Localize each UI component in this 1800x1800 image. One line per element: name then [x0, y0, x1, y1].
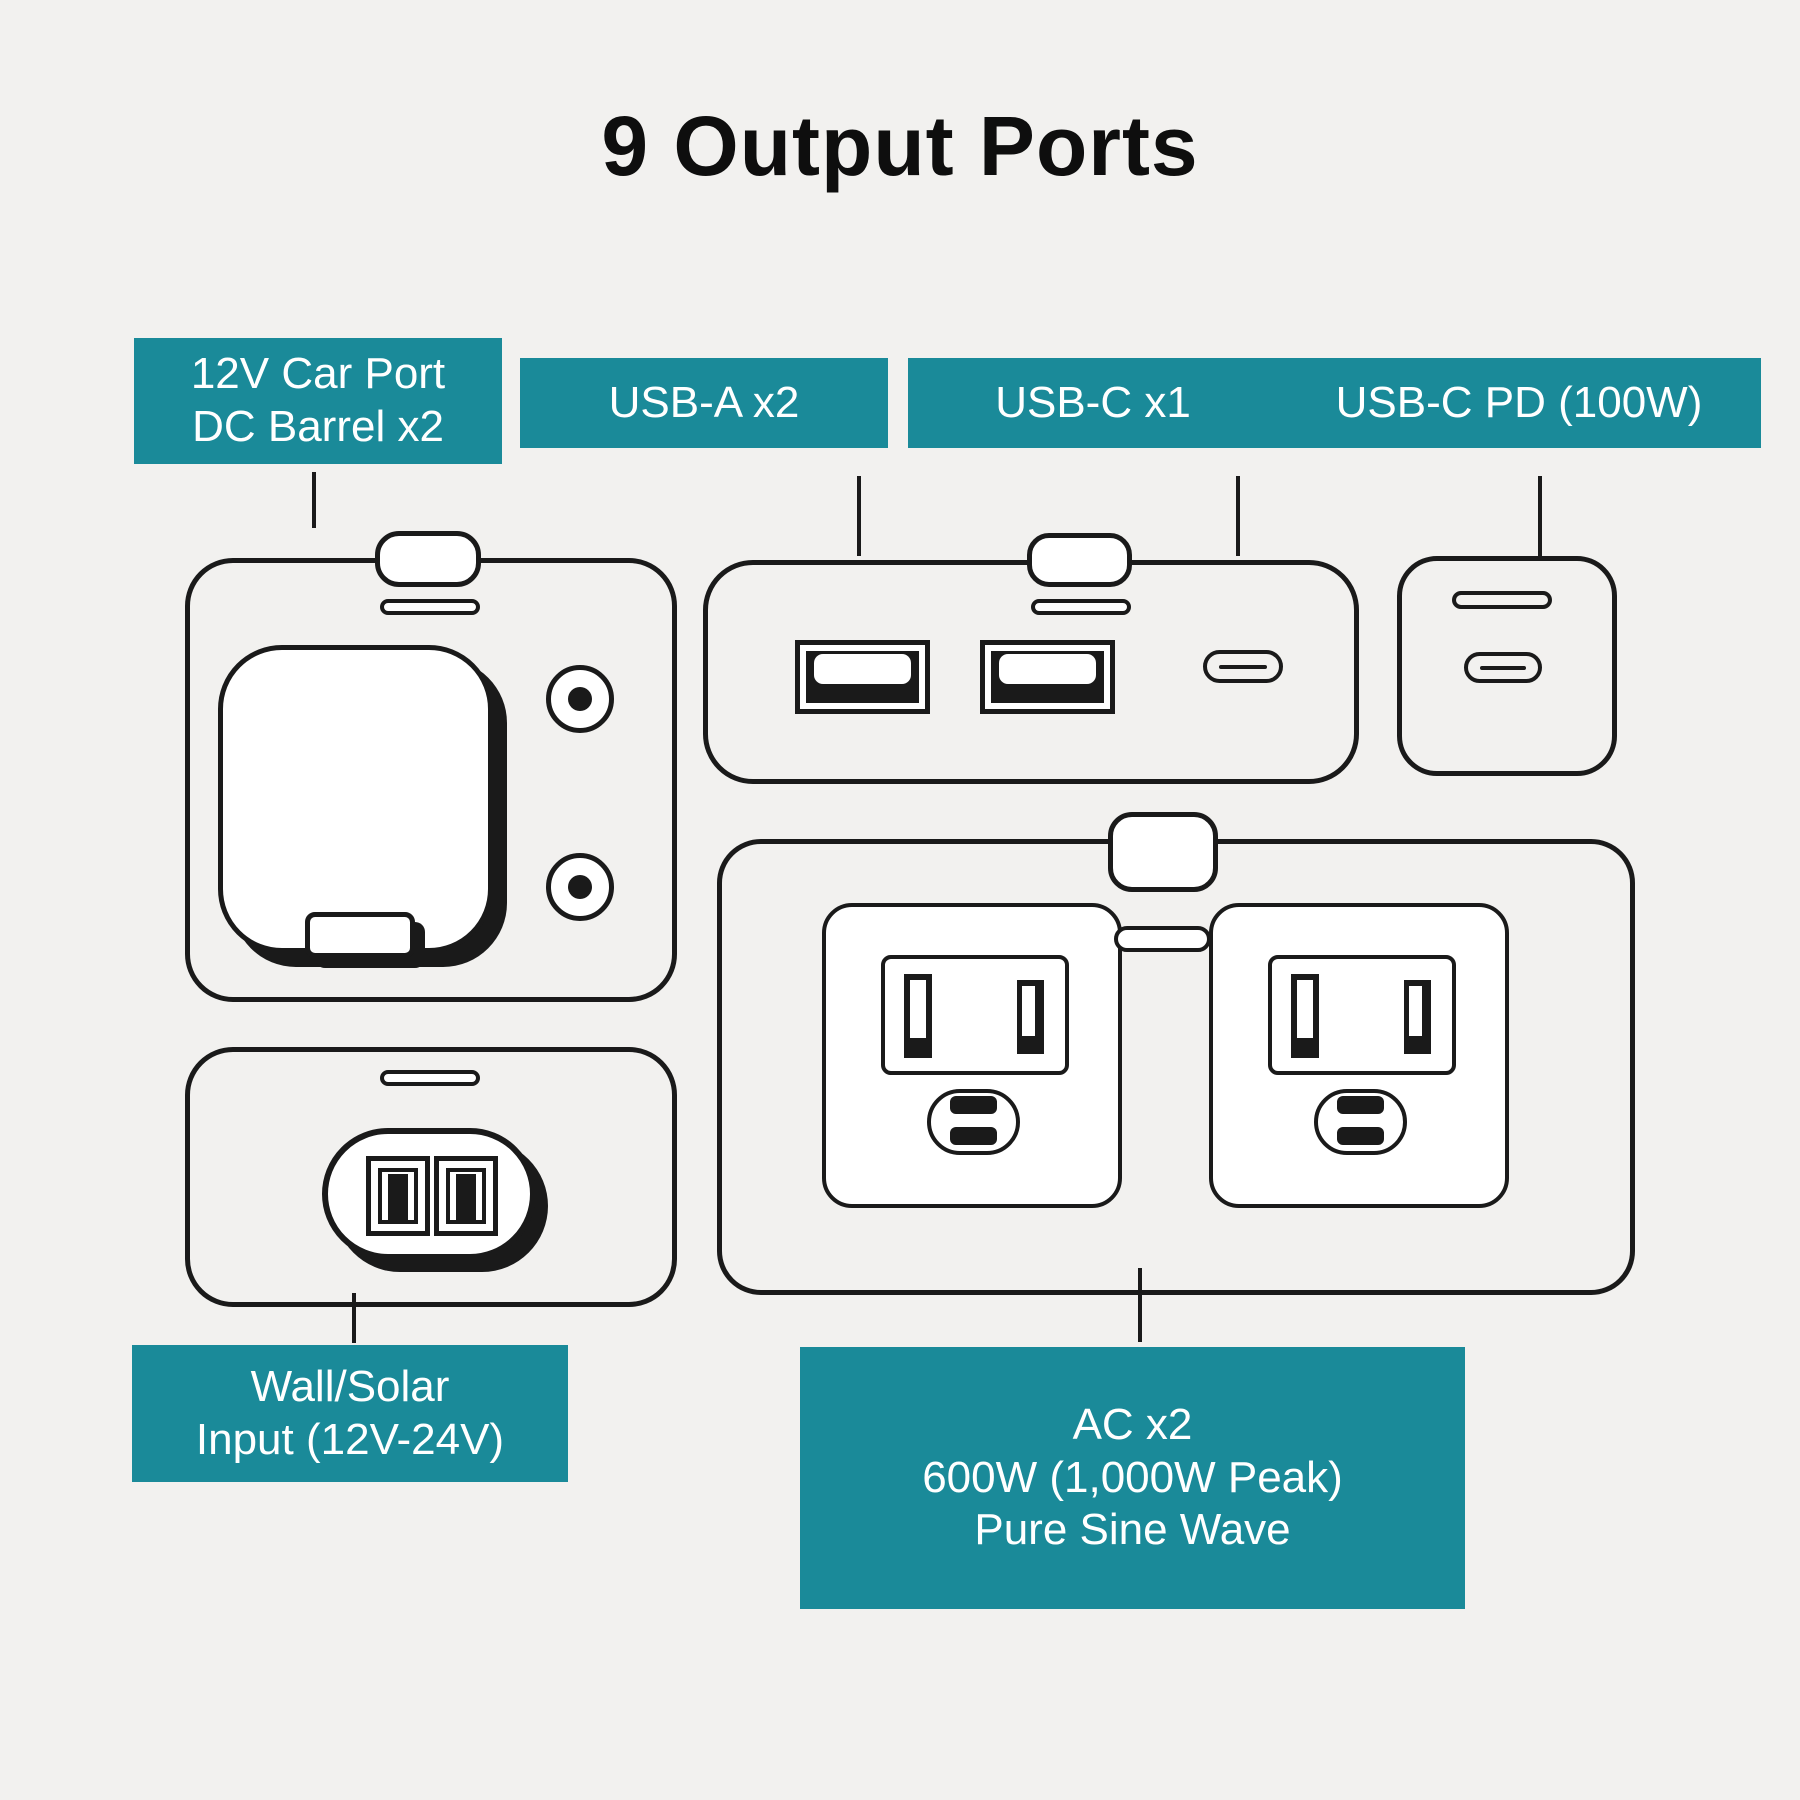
ac-hot-slot-icon: [1017, 980, 1044, 1054]
connector-line-car-port: [312, 472, 316, 528]
callout-wall-solar: Wall/Solar Input (12V-24V): [132, 1345, 568, 1482]
callout-ac-line1: AC x2: [1072, 1399, 1193, 1449]
ac-neutral-slot-icon: [904, 974, 932, 1058]
usb-c-pd-panel: [1397, 556, 1617, 776]
connector-line-usb-a: [857, 476, 861, 556]
car-port-cover-icon: [218, 645, 493, 958]
callout-usb-a: USB-A x2: [520, 358, 888, 448]
vent-slot-icon: [380, 1070, 480, 1086]
callout-usb-c: USB-C x1: [908, 358, 1278, 448]
ground-bar: [1337, 1096, 1384, 1114]
ac-receptacle: [881, 955, 1069, 1075]
socket-pin: [388, 1174, 408, 1220]
dc-barrel-jack-icon: [546, 853, 614, 921]
callout-car-port: 12V Car Port DC Barrel x2: [134, 338, 502, 464]
ac-ground-hole-icon: [1314, 1089, 1407, 1155]
ac-ground-hole-icon: [927, 1089, 1020, 1155]
flip-tab-icon: [375, 531, 481, 587]
connector-line-wall-solar: [352, 1293, 356, 1343]
dc-barrel-jack-icon: [546, 665, 614, 733]
ground-bar: [950, 1127, 997, 1145]
usb-c-pd-port-icon: [1464, 652, 1542, 683]
flip-tab-icon: [1108, 812, 1218, 892]
callout-usb-c-pd: USB-C PD (100W): [1277, 358, 1761, 448]
callout-wall-solar-line2: Input (12V-24V): [195, 1414, 505, 1464]
ac-receptacle: [1268, 955, 1456, 1075]
input-connector-icon: [322, 1128, 536, 1260]
callout-ac-line2: 600W (1,000W Peak): [922, 1452, 1343, 1502]
callout-car-port-line1: 12V Car Port: [190, 349, 446, 399]
usb-a-port-icon: [980, 640, 1115, 714]
socket-nest: [446, 1168, 486, 1224]
connector-line-usb-c: [1236, 476, 1240, 556]
usb-c-pin-icon: [1480, 665, 1526, 670]
ground-bar: [1337, 1127, 1384, 1145]
socket-pin: [456, 1174, 476, 1220]
vent-slot-icon: [1114, 926, 1211, 952]
callout-car-port-line2: DC Barrel x2: [192, 402, 444, 451]
ac-panel: [717, 812, 1635, 1295]
usb-a-tongue: [999, 654, 1096, 684]
flip-tab-icon: [1027, 533, 1132, 587]
ground-bar: [950, 1096, 997, 1114]
jack-pin-icon: [568, 687, 592, 711]
usb-a-port-icon: [795, 640, 930, 714]
page-title: 9 Output Ports: [601, 99, 1199, 193]
input-pin-socket-icon: [434, 1156, 498, 1236]
cover-latch-icon: [305, 912, 415, 958]
wall-solar-panel: [185, 1047, 677, 1307]
usb-c-port-icon: [1203, 650, 1283, 683]
connector-line-ac: [1138, 1268, 1142, 1342]
ac-outlet-icon: [822, 903, 1122, 1208]
ac-hot-slot-icon: [1404, 980, 1431, 1054]
callout-ac-line3: Pure Sine Wave: [974, 1505, 1291, 1555]
ac-outlet-icon: [1209, 903, 1509, 1208]
callout-usb-c-label: USB-C x1: [995, 377, 1191, 427]
vent-slot-icon: [380, 599, 480, 615]
socket-nest: [378, 1168, 418, 1224]
vent-slot-icon: [1452, 591, 1552, 609]
vent-slot-icon: [1031, 599, 1131, 615]
usb-a-tongue: [814, 654, 911, 684]
usb-panel: [703, 533, 1359, 784]
callout-ac: AC x2 600W (1,000W Peak) Pure Sine Wave: [800, 1347, 1465, 1609]
usb-c-pin-icon: [1219, 664, 1267, 669]
callout-usb-a-label: USB-A x2: [608, 377, 800, 427]
jack-pin-icon: [568, 875, 592, 899]
ac-neutral-slot-icon: [1291, 974, 1319, 1058]
input-pin-socket-icon: [366, 1156, 430, 1236]
connector-line-usb-c-pd: [1538, 476, 1542, 556]
car-port-panel: [185, 531, 677, 1002]
callout-wall-solar-line1: Wall/Solar: [250, 1361, 450, 1411]
callout-usb-c-pd-label: USB-C PD (100W): [1335, 377, 1703, 427]
